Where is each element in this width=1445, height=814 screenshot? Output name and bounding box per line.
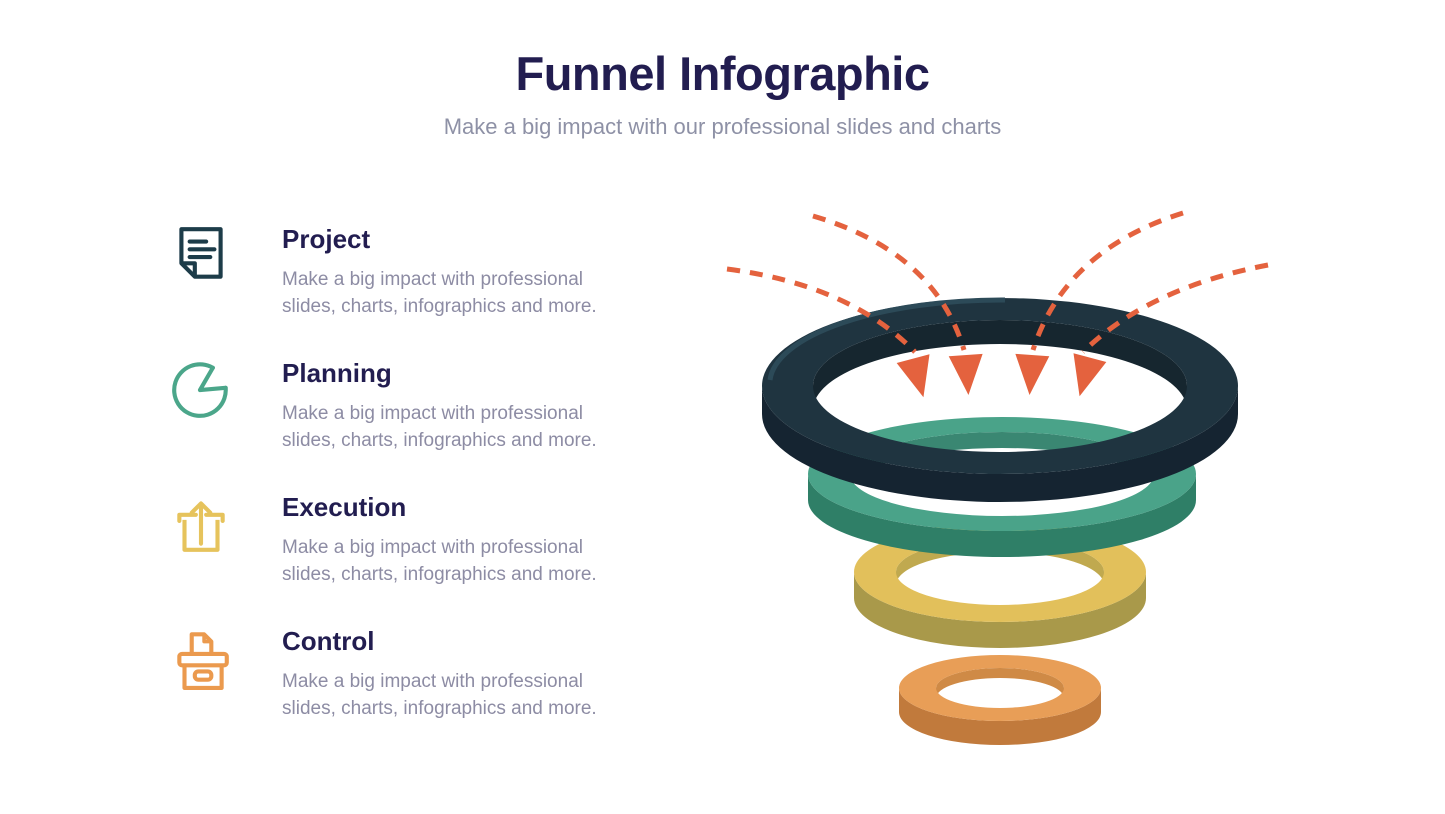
item-title: Project (282, 224, 371, 254)
item-description: Make a big impact with professional slid… (282, 269, 597, 317)
item-title: Planning (282, 358, 392, 388)
arrowheads (896, 353, 1107, 398)
funnel-graphic (700, 185, 1290, 765)
item-title: Execution (282, 492, 407, 522)
funnel-ring-4 (899, 655, 1101, 745)
item-description: Make a big impact with professional slid… (282, 671, 597, 719)
list-item-execution: Execution Make a big impact with profess… (170, 490, 632, 588)
archive-box-icon (170, 624, 232, 690)
item-title: Control (282, 626, 375, 656)
item-description: Make a big impact with professional slid… (282, 537, 597, 585)
upload-box-icon (170, 490, 232, 556)
note-icon (170, 222, 232, 288)
funnel-ring-1 (762, 297, 1238, 502)
list-item-planning: Planning Make a big impact with professi… (170, 356, 632, 454)
list-item-control: Control Make a big impact with professio… (170, 624, 632, 722)
list-item-project: Project Make a big impact with professio… (170, 222, 632, 320)
pie-chart-icon (170, 356, 232, 422)
incoming-arrows (726, 210, 1269, 354)
item-description: Make a big impact with professional slid… (282, 403, 597, 451)
page-subtitle: Make a big impact with our professional … (443, 114, 1002, 139)
page-title: Funnel Infographic (515, 47, 930, 100)
